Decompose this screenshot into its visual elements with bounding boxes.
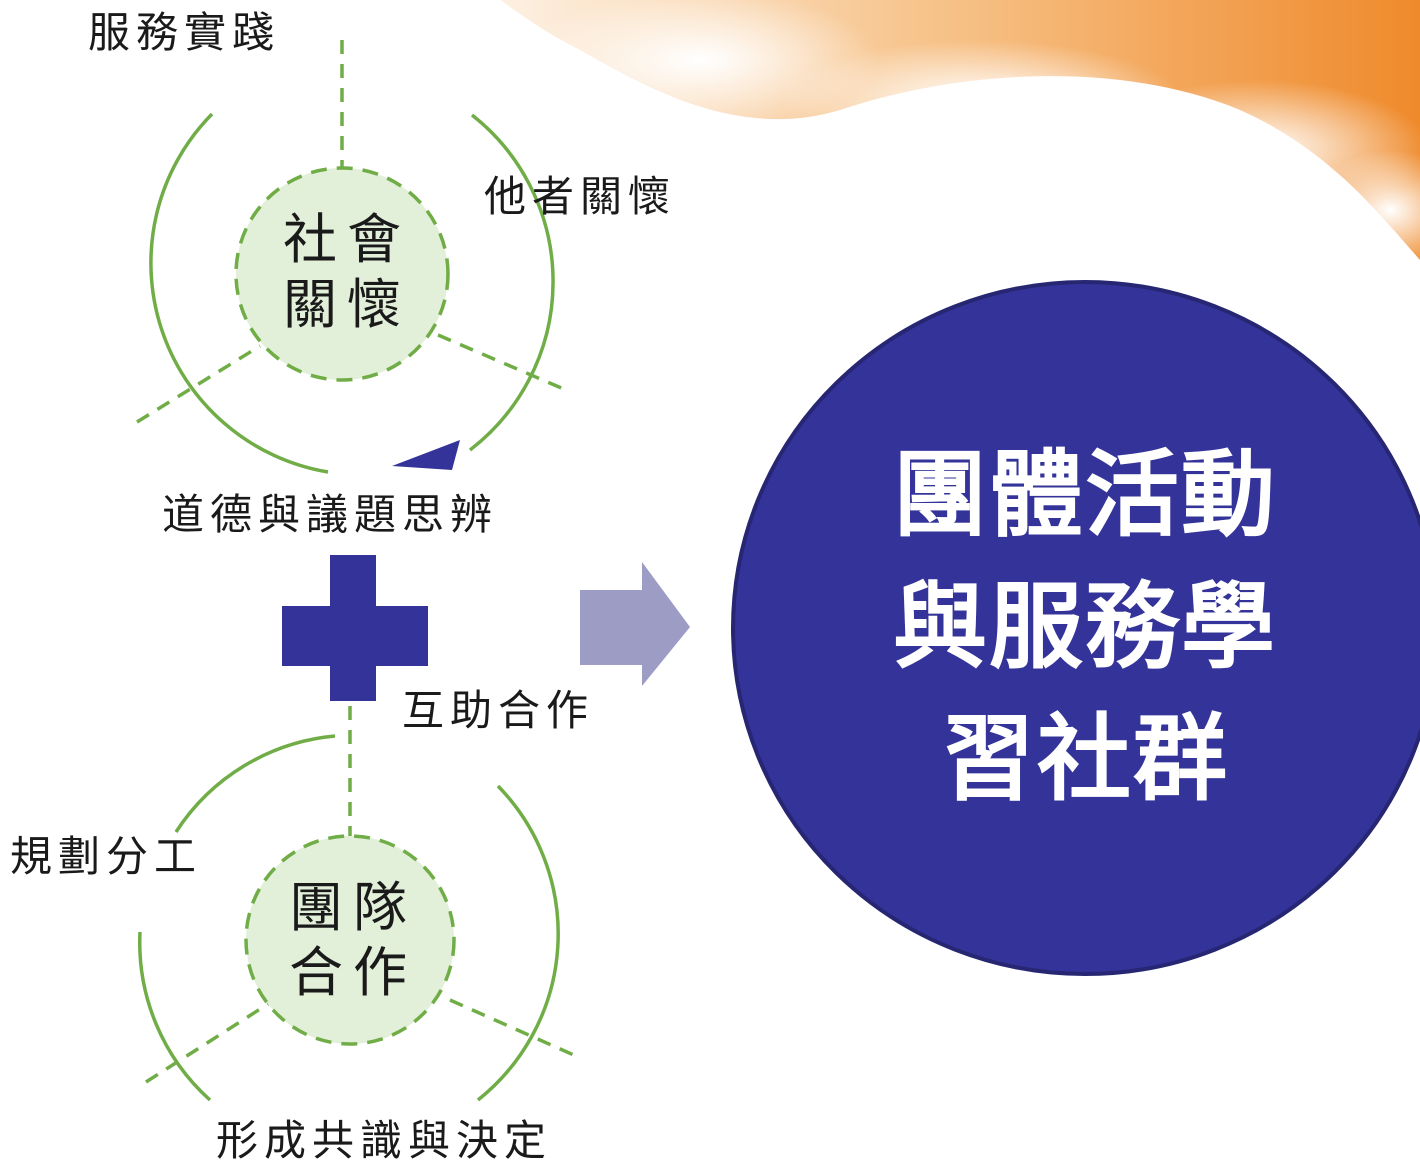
teamwork-spoke-right — [449, 998, 577, 1058]
social-care-arc-left — [149, 112, 329, 474]
social-care-arc-right — [468, 113, 555, 452]
social-care-core-line2: 關懷 — [283, 272, 411, 336]
result-title-line3: 習社群 — [940, 705, 1229, 814]
spoke-label-planning-division: 規劃分工 — [10, 832, 203, 881]
social-care-spoke-right — [437, 333, 567, 392]
navy-accent-shape — [392, 440, 460, 470]
result-title-line1: 團體活動 — [892, 441, 1277, 550]
spoke-label-consensus-decision: 形成共識與決定 — [216, 1116, 553, 1165]
result-title: 團體活動 與服務學 習社群 — [790, 430, 1380, 826]
teamwork-core-line2: 合作 — [289, 940, 417, 1004]
teamwork-core-line1: 團隊 — [289, 876, 417, 939]
teamwork-core — [244, 834, 456, 1046]
plus-icon — [282, 555, 428, 701]
spoke-label-service-practice: 服務實踐 — [88, 8, 281, 57]
social-care-spoke-left — [136, 344, 261, 424]
social-care-core-line1: 社會 — [283, 208, 411, 271]
spoke-label-mutual-help: 互助合作 — [402, 686, 595, 735]
teamwork-spoke-left — [145, 1002, 269, 1084]
spoke-label-moral-reasoning: 道德與議題思辨 — [162, 490, 499, 539]
spoke-label-care-for-others: 他者關懷 — [484, 172, 677, 221]
teamwork-cycle — [138, 706, 577, 1102]
teamwork-core-label: 團隊 合作 — [268, 876, 438, 1006]
social-care-core — [234, 166, 450, 382]
result-title-line2: 與服務學 — [892, 573, 1277, 682]
social-care-cycle — [136, 40, 567, 474]
social-care-core-label: 社會 關懷 — [262, 208, 432, 338]
teamwork-arc-bottomleft — [138, 931, 212, 1102]
result-circle — [731, 280, 1420, 976]
teamwork-arc-topleft — [174, 734, 336, 833]
right-arrow-icon — [580, 562, 690, 686]
teamwork-arc-right — [476, 784, 560, 1102]
